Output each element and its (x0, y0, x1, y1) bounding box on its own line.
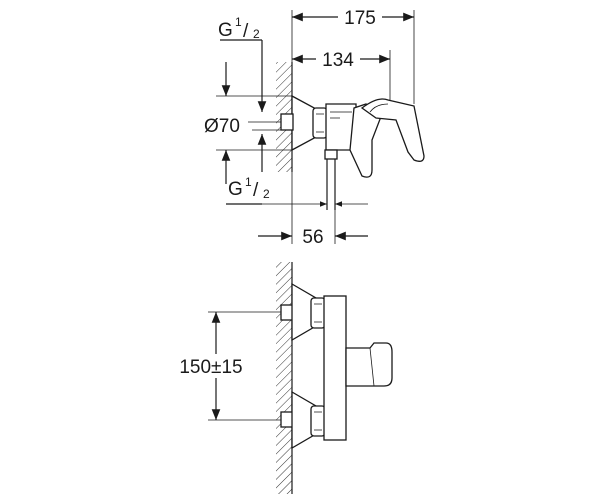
dim-56: 56 (258, 172, 368, 248)
dim-56-label: 56 (302, 227, 323, 248)
lever-handle-front (345, 342, 393, 387)
dim-diameter: Ø70 (196, 62, 292, 184)
dim-thread-lower: G 1 / 2 (226, 134, 327, 207)
dim-134: 134 (292, 46, 391, 100)
thread-lower-den: 2 (263, 187, 270, 201)
dim-150-bg (166, 354, 256, 378)
dim-diameter-label: Ø70 (204, 116, 240, 137)
nut-upper-detail (314, 303, 322, 323)
lever-handle-side (360, 98, 425, 162)
outlet-stub-side (324, 149, 338, 160)
wall-hatch-bottom (276, 262, 292, 494)
dim-150: 150±15 (166, 311, 281, 421)
lever-detail-side (369, 103, 389, 113)
dim-134-label: 134 (322, 50, 354, 71)
nut-side (312, 107, 328, 139)
nut-upper (310, 297, 326, 329)
dim-175-label: 175 (344, 8, 376, 29)
pipe-stub-upper (280, 304, 294, 321)
thread-lower-num: 1 (245, 175, 252, 189)
valve-body-detail (330, 111, 352, 119)
dim-134-bg (316, 46, 360, 70)
valve-body-front (323, 295, 347, 441)
dim-175: 175 (291, 4, 415, 104)
side-view (276, 62, 425, 210)
dim-thread-upper: G 1 / 2 (218, 15, 267, 112)
thread-lower-slash: / (253, 180, 259, 201)
thread-upper-den: 2 (253, 27, 260, 41)
front-view (276, 262, 393, 494)
lever-front-detail (369, 347, 375, 387)
pipe-stub-lower (280, 411, 294, 428)
dim-150-label: 150±15 (179, 357, 242, 378)
nut-lower-detail (314, 411, 322, 431)
nut-detail-side (316, 113, 324, 133)
thread-lower-prefix: G (228, 179, 243, 200)
nut-lower (310, 405, 326, 437)
thread-upper-prefix: G (218, 20, 233, 41)
pipe-stub-side (280, 113, 294, 131)
dim-diameter-bg (196, 112, 248, 136)
thread-upper-num: 1 (235, 15, 242, 29)
thread-upper-slash: / (243, 21, 249, 42)
cartridge-housing-side (349, 103, 383, 178)
dim-175-bg (338, 4, 382, 28)
